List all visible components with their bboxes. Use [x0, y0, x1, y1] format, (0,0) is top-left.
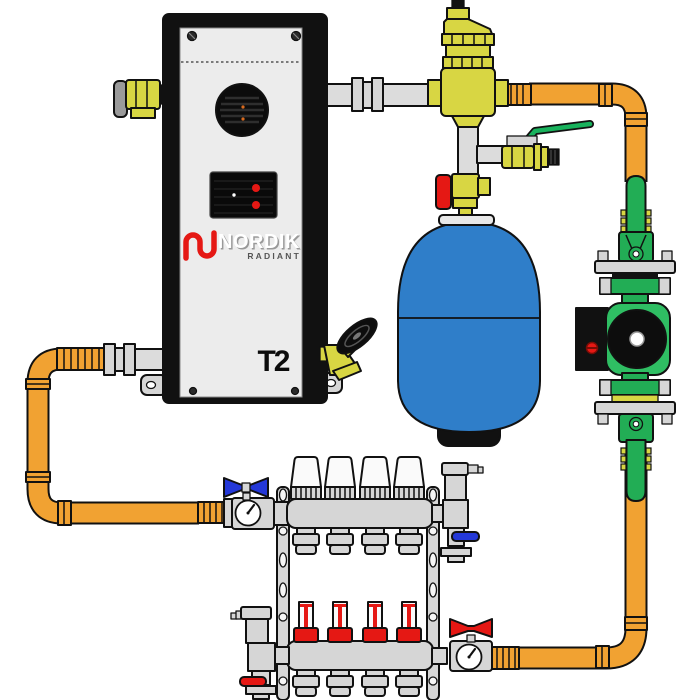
- manifold-bar: [286, 498, 434, 529]
- nordik-logo: NORDIK NORDIK RADIANT: [183, 230, 302, 261]
- pump-flange-top: [594, 250, 676, 295]
- return-manifold: [230, 601, 493, 700]
- isolation-valve-top: [618, 231, 654, 263]
- pex-crimp-fitting: [504, 83, 532, 106]
- panel-screw: [186, 30, 302, 396]
- isolation-valve-bottom: [618, 413, 654, 443]
- thermostatic-actuator: [290, 456, 322, 500]
- union-fitting: [351, 77, 384, 112]
- boiler-supply-pipe-top: [322, 77, 446, 112]
- expansion-tank: [397, 214, 541, 447]
- logo-n-icon: [183, 230, 217, 261]
- red-valve-handle: [435, 174, 452, 210]
- union-fitting: [103, 343, 136, 376]
- flow-meter: [362, 601, 388, 643]
- pex-crimp-fitting: [56, 347, 105, 371]
- vent-grille: [215, 83, 269, 137]
- manifold-outlet: [326, 527, 354, 555]
- manifold-air-vent-bottom: [230, 606, 290, 700]
- crimp-nubs: [620, 209, 652, 233]
- flow-meter: [293, 601, 319, 643]
- t2-badge: T2: [257, 345, 289, 378]
- manifold-outlet: [395, 527, 423, 555]
- pex-crimp-fitting: [197, 501, 226, 524]
- manifold-outlet: [326, 669, 354, 697]
- drain-lever-red: [239, 676, 267, 687]
- return-ball-valve: [431, 618, 493, 672]
- boiler-left-stub-pipe: [103, 343, 169, 376]
- manifold-air-vent-top: [431, 462, 484, 563]
- pump-control-box: [575, 307, 609, 371]
- manifold-bar: [286, 640, 434, 671]
- status-led: [252, 184, 260, 192]
- tank-flange: [438, 214, 495, 226]
- logo-text-shadow: NORDIK: [220, 233, 302, 255]
- thermostatic-actuator: [359, 456, 391, 500]
- drain-lever-blue: [451, 531, 480, 542]
- return-pipe-left-loop: [25, 347, 199, 526]
- flow-meter: [327, 601, 353, 643]
- temperature-gauge: [234, 499, 262, 527]
- red-valve-handle: [449, 618, 493, 638]
- logo-subtext: RADIANT: [247, 251, 301, 261]
- return-pipe-bottom-right: [490, 452, 648, 670]
- flow-meter: [396, 601, 422, 643]
- status-led: [252, 201, 260, 209]
- pressure-relief-valve: [113, 79, 167, 119]
- boiler-drain-valve: [319, 317, 378, 381]
- supply-ball-valve: [197, 477, 275, 530]
- manifold-outlet: [361, 527, 389, 555]
- thermostatic-actuator: [393, 456, 425, 500]
- fill-valve: [501, 120, 594, 171]
- indicator-dot: [232, 193, 236, 197]
- manifold-outlet: [292, 527, 320, 555]
- pex-crimp-fitting: [490, 646, 520, 670]
- air-separator: [427, 0, 509, 128]
- pump-hub: [629, 331, 645, 347]
- electric-boiler: NORDIK NORDIK RADIANT T2: [140, 13, 343, 404]
- supply-pipe-top-right: [504, 82, 648, 182]
- supply-manifold: [197, 456, 484, 563]
- pipe-coupling: [595, 616, 648, 669]
- pipe-coupling: [598, 83, 648, 127]
- pump-bleed-screw: [585, 341, 599, 355]
- pipe-coupling: [25, 378, 72, 526]
- circulator-pump-assembly: [575, 175, 676, 502]
- green-pipe-bottom: [625, 439, 647, 502]
- manifold-outlet: [361, 669, 389, 697]
- green-pipe-top: [625, 175, 647, 235]
- crimp-nubs: [620, 447, 652, 471]
- thermostatic-actuator: [324, 456, 356, 500]
- manifold-outlet: [395, 669, 423, 697]
- pump-flange-bottom: [594, 379, 676, 425]
- hose-thread-outlet: [547, 148, 560, 166]
- tank-body: [397, 221, 541, 433]
- logo-text: NORDIK: [218, 231, 300, 253]
- manifold-outlet: [292, 669, 320, 697]
- control-display: [209, 171, 278, 219]
- temperature-gauge: [455, 643, 483, 671]
- tank-isolation-valve: [435, 173, 491, 218]
